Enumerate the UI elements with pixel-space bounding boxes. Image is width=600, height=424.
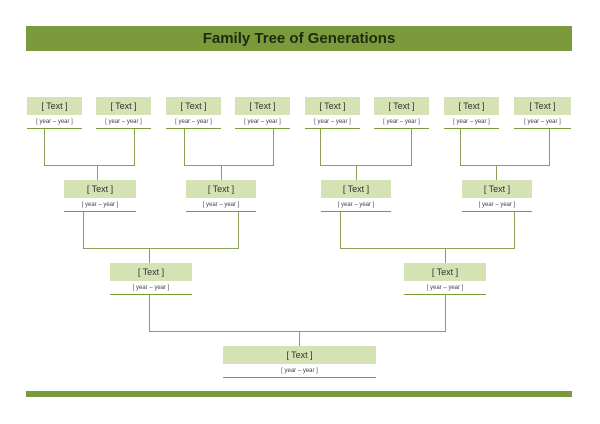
connector-line [460,129,461,166]
person-years-g3-2: [ year – year ] [404,282,486,295]
person-years-g1-5: [ year – year ] [305,116,360,129]
person-years-g1-4: [ year – year ] [235,116,290,129]
connector-line [460,165,550,166]
person-name-g2-3: [ Text ] [321,180,391,198]
person-name-g4-1: [ Text ] [223,346,376,364]
connector-line [44,165,135,166]
connector-line [340,248,515,249]
person-years-g2-3: [ year – year ] [321,199,391,212]
connector-line [149,295,150,332]
person-name-g1-1: [ Text ] [27,97,82,115]
person-name-g3-1: [ Text ] [110,263,192,281]
person-name-g1-5: [ Text ] [305,97,360,115]
person-name-g2-4: [ Text ] [462,180,532,198]
person-years-g1-8: [ year – year ] [514,116,571,129]
person-name-g1-7: [ Text ] [444,97,499,115]
connector-line [238,212,239,249]
title-bar: Family Tree of Generations [26,26,572,51]
person-name-g1-3: [ Text ] [166,97,221,115]
connector-line [299,331,300,346]
connector-line [221,165,222,180]
person-years-g1-6: [ year – year ] [374,116,429,129]
person-years-g3-1: [ year – year ] [110,282,192,295]
connector-line [44,129,45,166]
person-years-g1-1: [ year – year ] [27,116,82,129]
person-years-g2-4: [ year – year ] [462,199,532,212]
person-years-g1-3: [ year – year ] [166,116,221,129]
person-name-g1-4: [ Text ] [235,97,290,115]
connector-line [97,165,98,180]
connector-line [149,331,446,332]
person-years-g1-7: [ year – year ] [444,116,499,129]
page-title: Family Tree of Generations [202,30,396,47]
connector-line [184,165,274,166]
connector-line [340,212,341,249]
footer-bar [26,391,572,397]
connector-line [83,248,239,249]
person-name-g1-6: [ Text ] [374,97,429,115]
person-years-g1-2: [ year – year ] [96,116,151,129]
person-name-g2-2: [ Text ] [186,180,256,198]
connector-line [83,212,84,249]
person-years-g4-1: [ year – year ] [223,365,376,378]
connector-line [320,165,412,166]
person-name-g1-8: [ Text ] [514,97,571,115]
person-name-g2-1: [ Text ] [64,180,136,198]
person-name-g1-2: [ Text ] [96,97,151,115]
person-years-g2-1: [ year – year ] [64,199,136,212]
person-years-g2-2: [ year – year ] [186,199,256,212]
connector-line [320,129,321,166]
connector-line [134,129,135,166]
connector-line [273,129,274,166]
connector-line [445,295,446,332]
person-name-g3-2: [ Text ] [404,263,486,281]
connector-line [514,212,515,249]
connector-line [184,129,185,166]
connector-line [411,129,412,166]
connector-line [445,248,446,263]
connector-line [356,165,357,180]
connector-line [149,248,150,263]
connector-line [549,129,550,166]
connector-line [496,165,497,180]
